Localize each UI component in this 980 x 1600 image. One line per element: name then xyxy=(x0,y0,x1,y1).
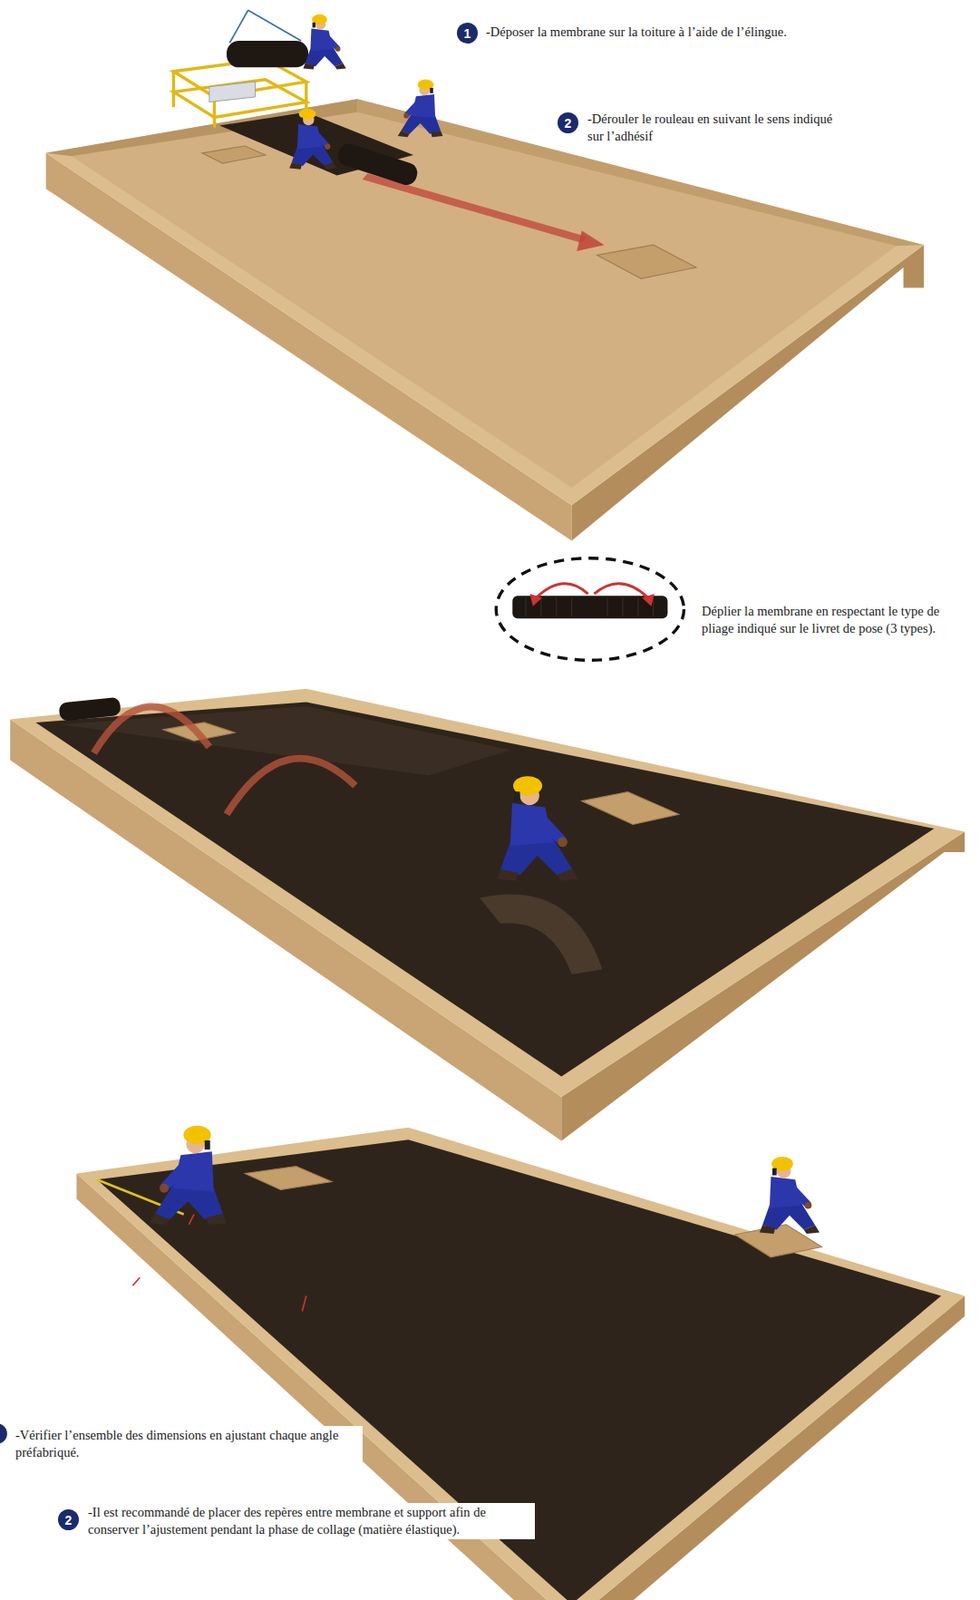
instruction-text: -Il est recommandé de placer des repères… xyxy=(85,1503,535,1540)
callout-number: 1 xyxy=(456,22,478,44)
callout-number: 2 xyxy=(58,1509,79,1531)
callout-number: 2 xyxy=(557,112,579,134)
instruction-text: -Déposer la membrane sur la toiture à l’… xyxy=(483,22,790,42)
instruction-text: -Dérouler le rouleau en suivant le sens … xyxy=(584,109,845,146)
callout-text: 1 xyxy=(464,26,472,41)
callout-text: 2 xyxy=(564,116,573,131)
instruction-text: Déplier la membrane en respectant le typ… xyxy=(698,601,968,639)
callout-text: 2 xyxy=(65,1513,73,1528)
instruction-text: -Vérifier l’ensemble des dimensions en a… xyxy=(12,1426,363,1463)
